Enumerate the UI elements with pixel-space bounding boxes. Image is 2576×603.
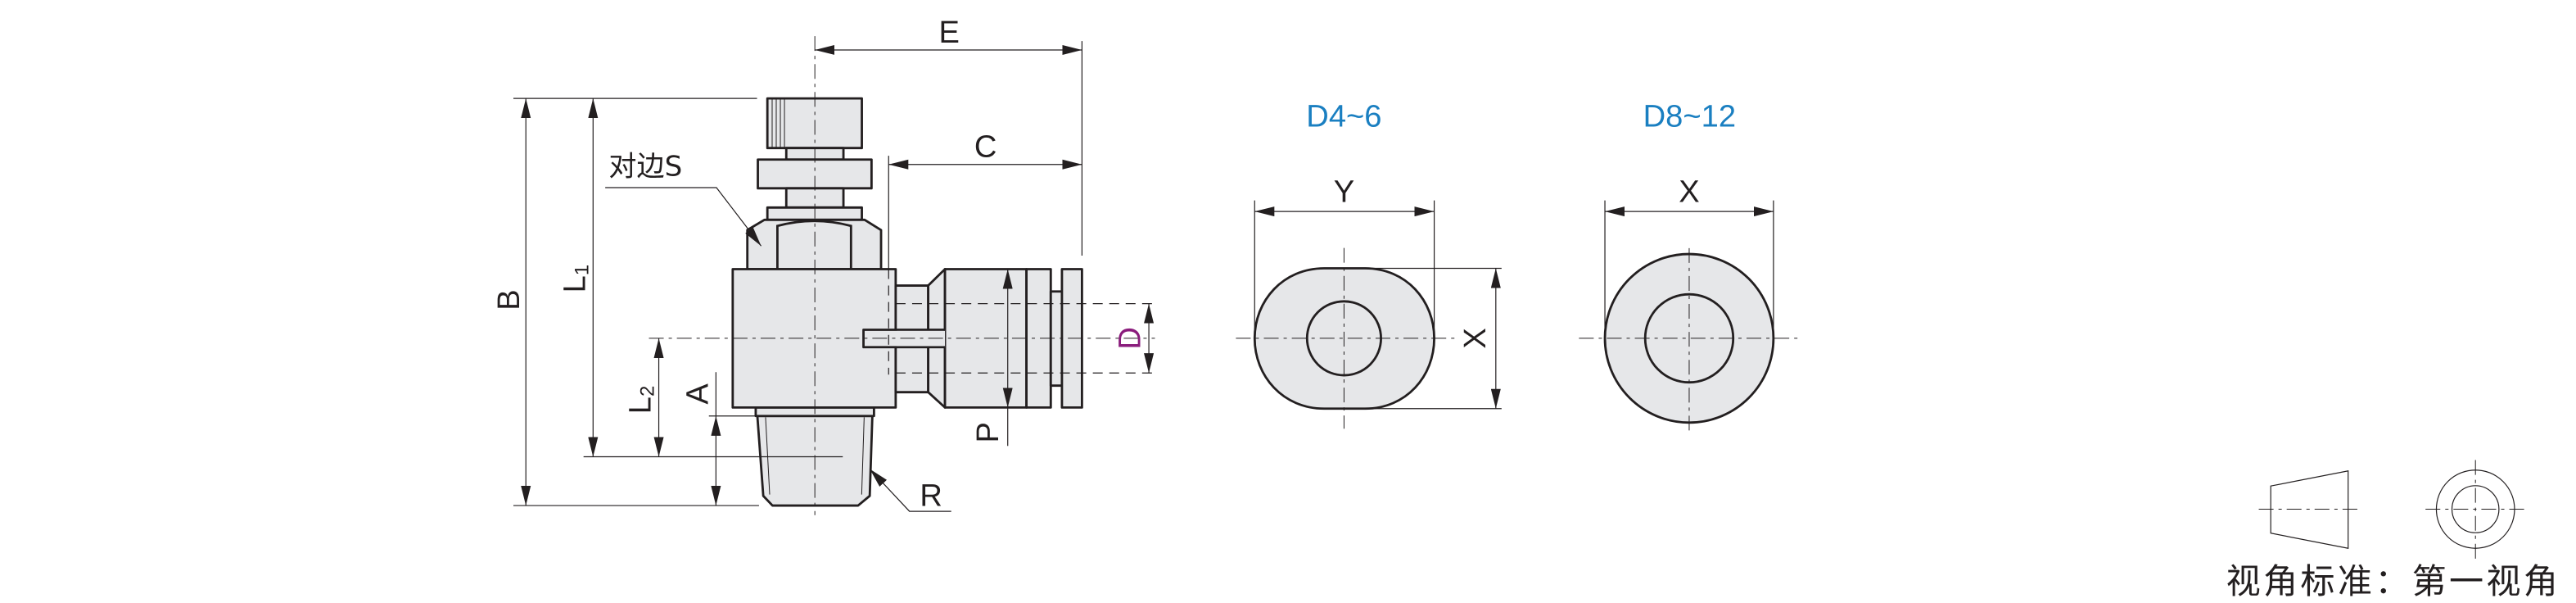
label-C: C <box>974 130 997 165</box>
cone-icon <box>2270 470 2349 549</box>
label-P: P <box>971 422 1006 442</box>
label-D: D <box>1113 327 1147 350</box>
end-view-title: D8~12 <box>1643 99 1736 134</box>
hex-nut <box>746 218 883 270</box>
projection-symbol: 视角标准：第一视角 <box>2226 460 2558 601</box>
label-X: X <box>1679 175 1699 210</box>
leader-R <box>869 468 951 512</box>
label-A: A <box>681 383 716 405</box>
label-S: 对边S <box>608 151 682 184</box>
label-Y: Y <box>1334 175 1354 210</box>
label-L1: L1 <box>558 265 593 293</box>
label-B: B <box>492 289 526 310</box>
leader-S <box>605 187 762 247</box>
label-E: E <box>939 16 960 50</box>
end-view-d8-12: D8~12 X <box>1579 99 1798 431</box>
label-R: R <box>920 479 942 514</box>
end-view-title: D4~6 <box>1306 99 1381 134</box>
label-X: X <box>1458 328 1493 348</box>
end-view-d4-6: D4~6 Y X <box>1236 99 1502 429</box>
label-L2: L2 <box>624 386 659 415</box>
side-view: E C B L1 L2 A P D 对边S R <box>492 16 1156 515</box>
circle-icon-inner <box>2451 485 2500 533</box>
projection-label: 视角标准：第一视角 <box>2226 561 2558 601</box>
